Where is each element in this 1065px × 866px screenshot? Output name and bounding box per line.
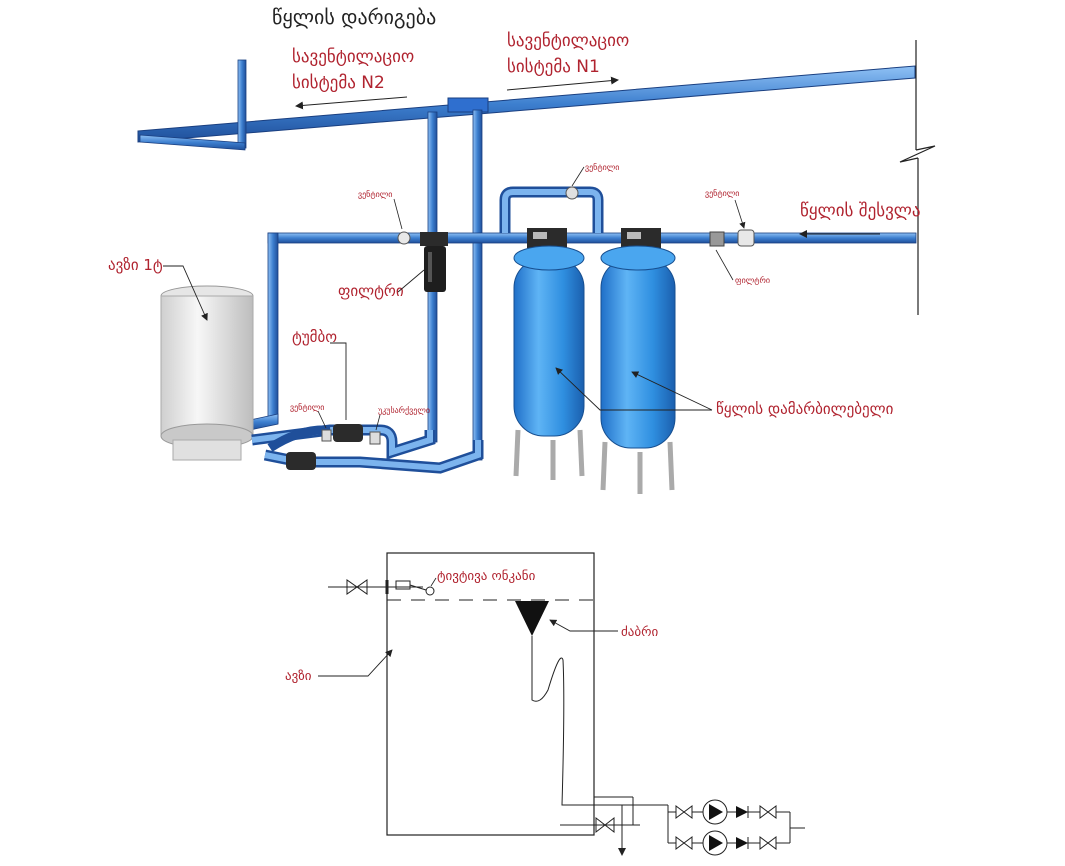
main-pipe-tee: [447, 97, 489, 113]
schematic-tank-label: ავზი: [285, 669, 312, 684]
left-drop-pipe: [139, 59, 247, 151]
funnel-assembly: ძაბრი: [515, 601, 658, 806]
float-valve-inlet: ტივტივა ონკანი: [328, 569, 536, 596]
gate-valve-icon: [759, 805, 777, 819]
ventilation-system-1-line2: სისტემა N1: [507, 57, 600, 77]
water-inlet-text: წყლის შესვლა: [800, 201, 921, 221]
inlet-valve-icon: [737, 229, 755, 247]
ventilation-1-arrow: [506, 76, 619, 91]
ventilation-system-2-line2: სისტემა N2: [292, 73, 385, 93]
pump-line-upper: [675, 799, 777, 825]
diagram-title: წყლის დარიგება: [272, 5, 436, 29]
ventilation-system-2-label: სავენტილაციო სისტემა N2: [292, 47, 414, 110]
schematic-tank: ავზი: [285, 552, 595, 836]
ventilation-2-arrow: [295, 96, 408, 110]
filter-valve-icon: [397, 231, 411, 245]
pump-valve-label: ვენტილი: [290, 402, 324, 412]
gate-valve-icon: [675, 836, 693, 850]
storage-tank: ავზი 1ტ: [108, 256, 254, 461]
softeners-label: წყლის დამარბილებელი: [716, 400, 894, 418]
drain-valve-icon: [595, 816, 615, 834]
ventilation-system-1-line1: სავენტილაციო: [507, 31, 629, 51]
inlet-pipe: [249, 232, 917, 431]
pump-upper-icon: [333, 424, 363, 442]
softener-right: [600, 228, 676, 494]
check-valve-label: უკუსარქველი: [378, 405, 430, 415]
pump-label: ტუმბო: [292, 328, 337, 346]
gate-valve-icon: [759, 836, 777, 850]
pump-assembly: ტუმბო ვენტილი უკუსარქველი: [251, 328, 484, 474]
filter-unit: ფილტრი: [338, 232, 448, 300]
top-valve-group: ვენტილი ვენტილი: [358, 162, 619, 245]
main-overhead-pipe: [137, 65, 916, 143]
strainer-label: ფილტრი: [735, 275, 770, 285]
check-valve-icon: [369, 431, 381, 445]
water-inlet-label: წყლის შესვლა: [799, 201, 921, 238]
right-wall-line: [899, 40, 936, 315]
float-valve-label: ტივტივა ონკანი: [437, 569, 536, 584]
bypass-loop: [499, 186, 604, 233]
ventilation-system-2-line1: სავენტილაციო: [292, 47, 414, 67]
inlet-gate-valve-icon: [346, 579, 368, 595]
filter-label: ფილტრი: [338, 282, 404, 300]
valve-top-label: ვენტილი: [585, 162, 619, 172]
outlet-pipes: [560, 796, 805, 856]
inlet-valve-group: ვენტილი ფილტრი: [705, 188, 770, 285]
check-valve-symbol-icon: [736, 806, 748, 818]
gate-valve-icon: [675, 805, 693, 819]
pump-line-lower: [675, 830, 777, 856]
pump-lower-icon: [286, 452, 316, 470]
softener-left: [513, 228, 585, 480]
pump-valve-icon: [321, 429, 332, 442]
valve-right-label: ვენტილი: [705, 188, 739, 198]
ventilation-system-1-label: სავენტილაციო სისტემა N1: [506, 31, 629, 91]
check-valve-symbol-icon: [736, 837, 748, 849]
funnel-icon: [515, 601, 549, 636]
bypass-valve-icon: [565, 186, 579, 200]
strainer-icon: [709, 231, 725, 247]
tank-label: ავზი 1ტ: [108, 256, 163, 274]
softeners-label-group: წყლის დამარბილებელი: [555, 367, 894, 418]
valve-left-label: ვენტილი: [358, 189, 392, 199]
float-ball-icon: [425, 586, 435, 596]
float-label: ძაბრი: [621, 625, 658, 640]
